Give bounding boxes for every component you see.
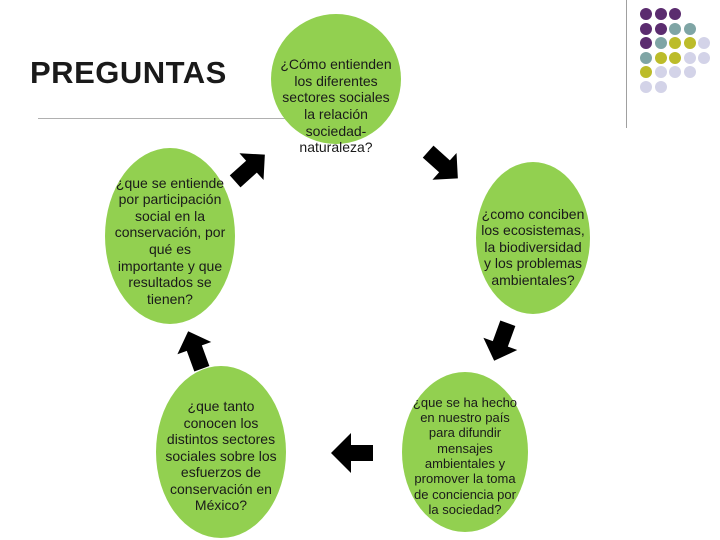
decor-dot (654, 51, 667, 64)
decor-dot (698, 37, 710, 49)
decor-dot (640, 66, 652, 78)
decorative-dot-grid (640, 8, 720, 118)
title-divider (38, 118, 293, 119)
decor-dot (640, 80, 652, 93)
arrow-down-icon (483, 320, 518, 361)
decor-dot (683, 66, 696, 78)
page-title: PREGUNTAS (30, 55, 227, 90)
question-circle-left: ¿que se entiende por participación socia… (105, 148, 235, 324)
decor-dot (654, 66, 667, 78)
decor-dot (698, 51, 710, 64)
decor-dot (683, 22, 696, 35)
question-circle-top: ¿Cómo entienden los diferentes sectores … (271, 14, 401, 155)
question-text-top: ¿Cómo entienden los diferentes sectores … (280, 56, 392, 156)
decor-dot (640, 22, 652, 35)
decor-dot (640, 8, 652, 20)
decor-dot (669, 37, 681, 49)
decor-dot (669, 51, 681, 64)
decor-dot (654, 22, 667, 35)
decor-dot (640, 37, 652, 49)
decor-dot (669, 8, 681, 20)
decor-dot (654, 80, 667, 93)
decor-dot (669, 22, 681, 35)
question-circle-bottom-right: ¿que se ha hecho en nuestro país para di… (402, 372, 528, 532)
question-text-bottom-left: ¿que tanto conocen los distintos sectore… (165, 398, 277, 514)
arrow-down-right-icon (422, 145, 458, 180)
decor-dot (640, 51, 652, 64)
decor-dot (683, 51, 696, 64)
decor-dot (669, 66, 681, 78)
question-circle-bottom-left: ¿que tanto conocen los distintos sectore… (156, 366, 286, 538)
decor-dot (654, 8, 667, 20)
question-text-bottom-right: ¿que se ha hecho en nuestro país para di… (412, 394, 518, 517)
corner-divider (626, 0, 627, 128)
question-text-right: ¿como conciben los ecosistemas, la biodi… (481, 205, 585, 288)
arrow-up-icon (177, 331, 212, 372)
arrow-left-icon (331, 433, 373, 473)
question-circle-right: ¿como conciben los ecosistemas, la biodi… (476, 162, 590, 314)
arrow-up-right-icon (229, 153, 265, 188)
decor-dot (683, 37, 696, 49)
decor-dot (654, 37, 667, 49)
question-text-left: ¿que se entiende por participación socia… (114, 174, 226, 307)
